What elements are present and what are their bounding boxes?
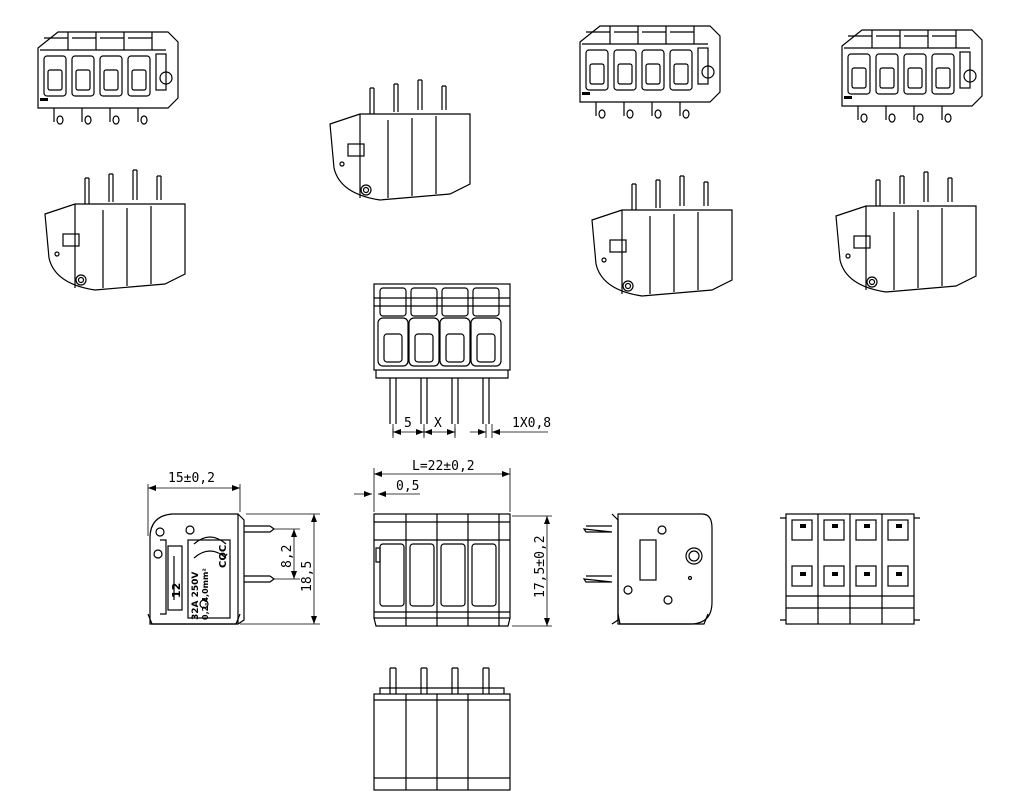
rating-line2: 0,2-4,0mm² — [201, 568, 210, 620]
iso-view-back-2 — [44, 169, 186, 291]
rating-line1: 32A 250V — [191, 572, 201, 620]
offset-label: 0,5 — [396, 479, 419, 494]
rear-view — [780, 513, 920, 625]
pitch-label: 5 — [404, 416, 412, 431]
iso-view-back-3 — [591, 175, 733, 297]
iso-view-back-1 — [329, 79, 471, 201]
iso-view-front-2 — [579, 25, 721, 119]
body-height-label: 17,5±0,2 — [533, 535, 548, 598]
bottom-view — [373, 667, 511, 791]
cert-mark: CQC — [218, 545, 229, 568]
pitch-var-label: X — [434, 416, 442, 431]
iso-view-front-3 — [841, 29, 983, 123]
front-view: L=22±0,2 0,5 17,5±0,2 — [354, 459, 552, 627]
side-view-right — [582, 513, 713, 625]
iso-view-front-1 — [37, 31, 179, 125]
width-label: 15±0,2 — [168, 471, 215, 486]
top-view: 5 X 1X0,8 — [373, 283, 551, 438]
iso-view-back-4 — [835, 171, 977, 293]
height-label: 18,5 — [300, 561, 315, 592]
strip-length-mark: 12 — [170, 583, 183, 598]
side-view-left: 32A 250V 0,2-4,0mm² CQC 12 15±0,2 8,2 18… — [147, 471, 320, 625]
dimension-arrows — [148, 429, 550, 626]
length-label: L=22±0,2 — [412, 459, 475, 474]
pin-section-label: 1X0,8 — [512, 416, 551, 431]
pin-spacing-label: 8,2 — [280, 545, 295, 568]
